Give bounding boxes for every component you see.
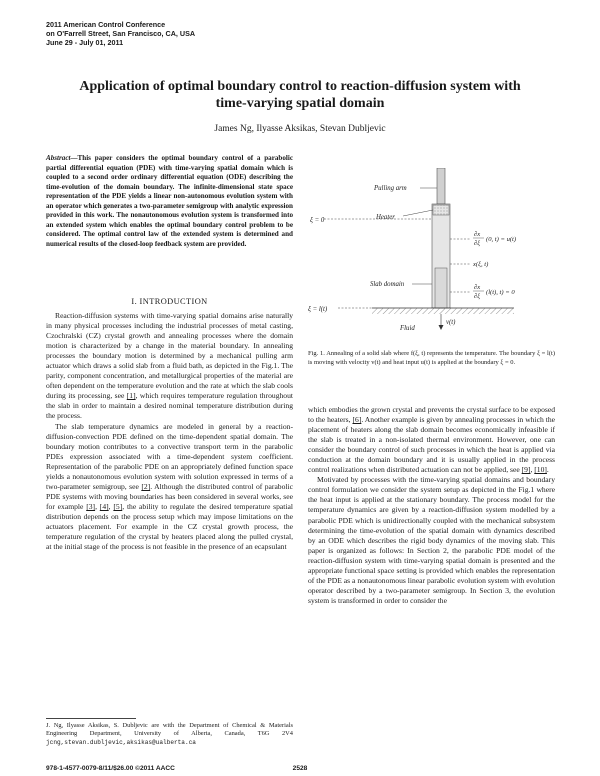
label-xi-zero: ξ = 0 xyxy=(310,217,325,224)
bc-bottom-rhs: (l(t), t) = 0 xyxy=(486,289,515,296)
intro-right-column: which embodies the grown crystal and pre… xyxy=(308,405,555,606)
intro-paragraph-3: Motivated by processes with the time-var… xyxy=(308,475,555,605)
author-list: James Ng, Ilyasse Aksikas, Stevan Dublje… xyxy=(214,124,386,134)
label-heater: Heater xyxy=(375,214,395,221)
title-line-1: Application of optimal boundary control … xyxy=(79,79,521,94)
isbn-footer: 978-1-4577-0079-8/11/$26.00 ©2011 AACC xyxy=(46,765,175,772)
label-xi-l: ξ = l(t) xyxy=(308,306,328,313)
citation-link[interactable]: [1] xyxy=(126,391,136,401)
citation-link[interactable]: [2] xyxy=(141,481,151,491)
label-fluid: Fluid xyxy=(399,325,415,332)
fluid-hatch xyxy=(372,308,514,314)
bc-top-denominator: ∂ξ xyxy=(474,240,480,247)
intro-paragraph-2-continued: which embodies the grown crystal and pre… xyxy=(308,405,556,475)
abstract-text: —This paper considers the optimal bounda… xyxy=(46,154,293,248)
heater-block xyxy=(432,204,450,216)
conference-line-2: on O'Farrell Street, San Francisco, CA, … xyxy=(46,29,196,38)
bc-bottom-numerator: ∂x xyxy=(474,284,480,291)
footnote-divider xyxy=(46,718,136,719)
author-emails: jcng,stevan.dubljevic,aksikas@ualberta.c… xyxy=(46,738,196,746)
intro-left-column: Reaction-diffusion systems with time-var… xyxy=(46,311,293,552)
label-pulling-arm: Pulling arm xyxy=(373,185,407,192)
citation-link[interactable]: [9] xyxy=(521,465,531,475)
conference-line-1: 2011 American Control Conference xyxy=(46,20,166,29)
intro-paragraph-1: Reaction-diffusion systems with time-var… xyxy=(46,311,293,421)
citation-link[interactable]: [6] xyxy=(352,415,362,425)
title-line-2: time-varying spatial domain xyxy=(215,96,385,111)
citation-link[interactable]: [5] xyxy=(113,501,123,511)
page-number: 2528 xyxy=(292,765,308,772)
figure-1-annealing-diagram: Pulling arm ξ = 0 Heater Slab domain ξ =… xyxy=(308,168,516,332)
citation-link[interactable]: [3] xyxy=(86,501,96,511)
citation-link[interactable]: [10] xyxy=(534,465,547,475)
abstract-label: Abstract xyxy=(46,154,71,162)
citation-link[interactable]: [4] xyxy=(99,501,109,511)
label-velocity: v(t) xyxy=(446,319,456,326)
intro-paragraph-2: The slab temperature dynamics are modele… xyxy=(46,421,294,552)
bc-bottom-denominator: ∂ξ xyxy=(474,293,480,300)
section-heading-introduction: I. INTRODUCTION xyxy=(131,297,208,306)
pulling-arm xyxy=(436,168,446,205)
label-slab-domain: Slab domain xyxy=(370,281,405,288)
label-state-x: x(ξ, t) xyxy=(472,261,488,268)
paper-title: Application of optimal boundary control … xyxy=(60,78,540,112)
figure-1-caption: Fig. 1. Annealing of a solid slab where … xyxy=(308,350,555,366)
bc-top-numerator: ∂x xyxy=(474,231,480,238)
author-footnote: J. Ng, Ilyasse Aksikas, S. Dubljevic are… xyxy=(46,722,293,746)
abstract: Abstract—This paper considers the optima… xyxy=(46,154,293,249)
conference-header: 2011 American Control Conference on O'Fa… xyxy=(46,20,195,47)
conference-line-3: June 29 - July 01, 2011 xyxy=(46,38,124,47)
bc-top-rhs: (0, t) = u(t) xyxy=(486,236,516,243)
